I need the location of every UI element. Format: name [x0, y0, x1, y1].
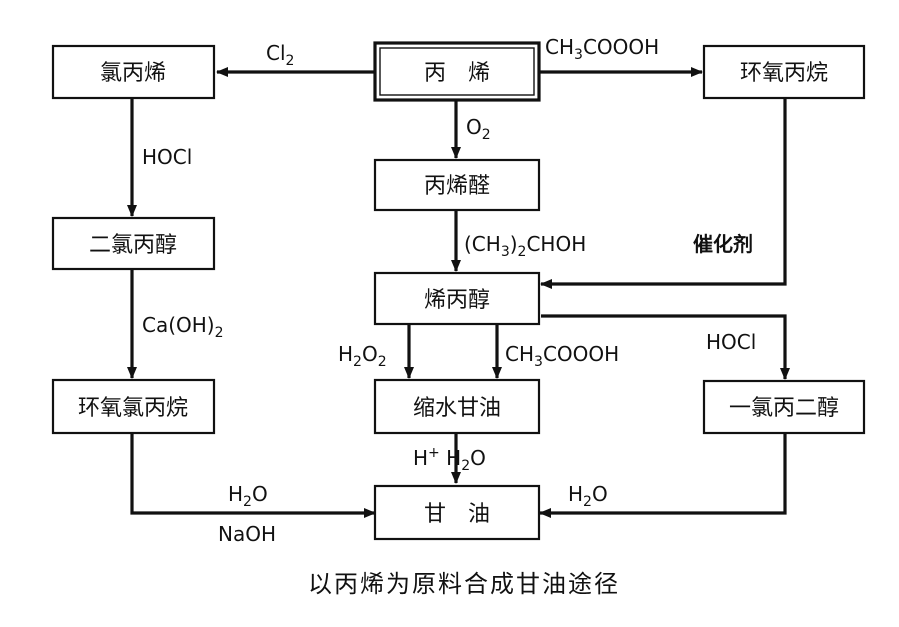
node-allyl-chloride-box: [51, 44, 216, 100]
edge-label-cl2: Cl2: [266, 41, 294, 69]
edge-label-hocl-right: HOCl: [706, 330, 756, 354]
node-propylene: 丙 烯: [373, 41, 541, 102]
node-epichlorohydrin-box: [51, 378, 216, 435]
nodes: 丙 烯 氯丙烯 环氧丙烷 丙烯醛 二氯丙醇 烯丙醇 环氧氯丙烷: [51, 41, 866, 541]
arrow-monochloropropanediol-to-glycerol: [539, 434, 787, 518]
edge-label-caoh2: Ca(OH)2: [142, 313, 224, 341]
node-acrolein-box: [373, 158, 541, 212]
edge-label-naoh: NaOH: [218, 522, 276, 546]
edge-label-catalyst: 催化剂: [693, 232, 753, 256]
edge-label-peracetic-acid-mid: CH3COOOH: [505, 342, 619, 370]
node-propylene-outer-border: [373, 41, 541, 102]
node-propylene-oxide-box: [702, 44, 866, 100]
node-allyl-alcohol: 烯丙醇: [373, 271, 541, 326]
node-glycerol-label: 甘 油: [424, 502, 490, 527]
edge-label-hplus-h2o: H+ H2O: [413, 445, 486, 474]
node-glycerol-box: [373, 484, 541, 541]
node-propylene-oxide-label: 环氧丙烷: [740, 61, 828, 86]
edge-label-isopropanol: (CH3)2CHOH: [464, 232, 586, 260]
edge-label-h2o-right: H2O: [568, 482, 608, 510]
diagram-caption: 以丙烯为原料合成甘油途径: [308, 570, 620, 598]
edge-label-hocl-left: HOCl: [142, 145, 192, 169]
node-monochloropropanediol: 一氯丙二醇: [702, 379, 866, 435]
edge-label-h2o2: H2O2: [338, 342, 387, 370]
node-acrolein-label: 丙烯醛: [424, 174, 490, 199]
node-glycerol: 甘 油: [373, 484, 541, 541]
node-propylene-oxide: 环氧丙烷: [702, 44, 866, 100]
edge-label-o2: O2: [466, 115, 491, 143]
edge-label-h2o-left: H2O: [228, 482, 268, 510]
node-allyl-chloride-label: 氯丙烯: [100, 61, 166, 86]
arrow-epichlorohydrin-to-glycerol: [130, 434, 376, 518]
node-monochloropropanediol-box: [702, 379, 866, 435]
node-glycidol-label: 缩水甘油: [413, 396, 501, 421]
node-monochloropropanediol-label: 一氯丙二醇: [729, 396, 839, 421]
node-epichlorohydrin: 环氧氯丙烷: [51, 378, 216, 435]
node-acrolein: 丙烯醛: [373, 158, 541, 212]
connectors: [127, 67, 790, 518]
arrow-propylene-oxide-to-allyl-alcohol: [540, 99, 787, 289]
node-propylene-inner-border: [379, 47, 535, 96]
edge-label-peracetic-acid-top: CH3COOOH: [545, 35, 659, 63]
node-allyl-alcohol-label: 烯丙醇: [424, 288, 490, 313]
node-glycidol-box: [373, 378, 541, 435]
node-glycidol: 缩水甘油: [373, 378, 541, 435]
arrow-allyl-alcohol-to-monochloropropanediol: [541, 314, 790, 380]
edge-labels: Cl2 CH3COOOH O2 HOCl (CH3)2CHOH 催化剂 Ca(O…: [142, 35, 756, 546]
node-dichloropropanol-label: 二氯丙醇: [89, 233, 177, 258]
node-propylene-label: 丙 烯: [424, 61, 490, 86]
node-allyl-chloride: 氯丙烯: [51, 44, 216, 100]
node-allyl-alcohol-box: [373, 271, 541, 326]
node-dichloropropanol-box: [51, 216, 216, 271]
node-epichlorohydrin-label: 环氧氯丙烷: [78, 396, 188, 421]
node-dichloropropanol: 二氯丙醇: [51, 216, 216, 271]
